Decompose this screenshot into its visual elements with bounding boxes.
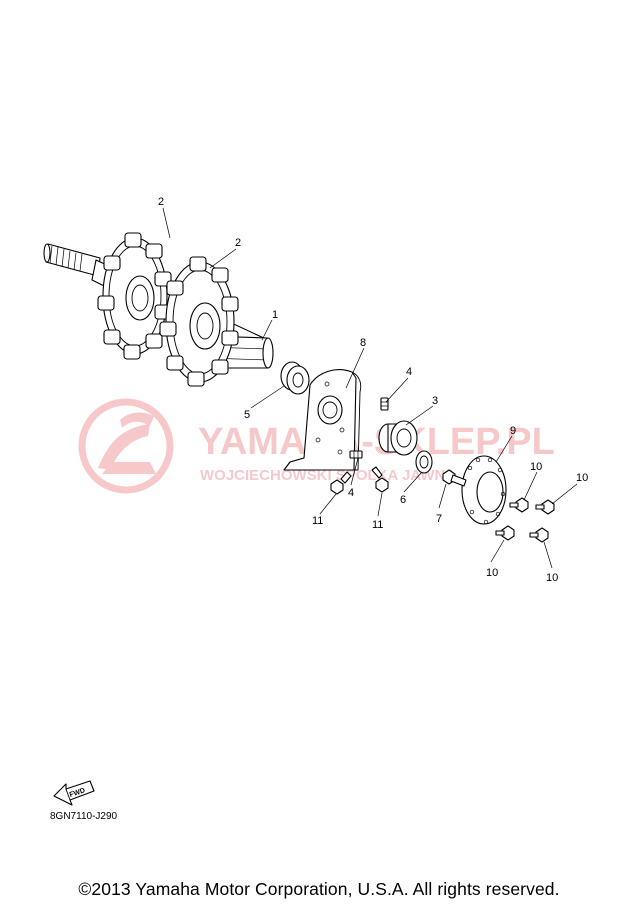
callout-1: 1: [272, 309, 278, 321]
shaft-spline-end: [43, 243, 101, 277]
bolt-part-11-right: [371, 466, 389, 493]
copyright-notice: ©2013 Yamaha Motor Corporation, U.S.A. A…: [78, 879, 560, 899]
callout-11-left: 11: [312, 515, 323, 527]
callout-2-lower: 2: [235, 237, 241, 249]
watermark-subtitle: WOJCIECHOWSKI SPOLKA JAWNA: [200, 467, 456, 484]
sprocket-1: [97, 232, 172, 360]
leader-lines: [162, 207, 578, 569]
callout-8: 8: [360, 337, 366, 349]
gear-part-6: [415, 450, 433, 474]
callout-10-b: 10: [576, 472, 588, 484]
bolt-part-10-c: [495, 525, 515, 541]
callout-10-c: 10: [486, 567, 498, 579]
bolt-part-10-b: [535, 499, 555, 515]
diagram-code: 8GN7110-J290: [50, 811, 118, 822]
collar-part-5: [280, 361, 310, 395]
bolt-part-10-a: [509, 497, 529, 513]
callout-11-right: 11: [372, 519, 383, 531]
set-bolt-part-4-upper: [380, 397, 389, 411]
bolt-part-10-d: [529, 527, 549, 543]
callout-10-d: 10: [546, 572, 558, 584]
watermark-brand: YAMAHA-SKLEP.PL: [198, 421, 555, 463]
callout-3: 3: [432, 395, 438, 407]
fwd-label: FWD: [69, 787, 86, 799]
callout-9: 9: [510, 425, 516, 437]
callout-7: 7: [436, 513, 442, 525]
drive-shaft-assembly: [43, 232, 274, 387]
bearing-housing-part-8: [283, 369, 362, 471]
callout-6: 6: [400, 494, 406, 506]
fwd-arrow-icon: FWD: [53, 780, 95, 806]
callout-4-upper: 4: [406, 366, 412, 378]
set-bolt-part-4-lower: [349, 450, 363, 459]
callout-2-upper: 2: [158, 196, 164, 208]
sprocket-2: [159, 256, 239, 387]
cover-plate-part-9: [461, 455, 507, 525]
watermark: YAMAHA-SKLEP.PL WOJCIECHOWSKI SPOLKA JAW…: [78, 398, 555, 494]
watermark-logo: [78, 398, 174, 494]
callout-10-a: 10: [530, 461, 542, 473]
bolt-part-11-left: [330, 471, 352, 495]
callout-4-lower: 4: [348, 487, 354, 499]
callout-5: 5: [244, 409, 250, 421]
bolt-part-7: [442, 469, 467, 487]
bearing-part-3: [378, 420, 418, 456]
callouts: 2 2 1 8 4 3 5 9 10 10 4 6 7 11 11 10 10: [158, 196, 588, 584]
